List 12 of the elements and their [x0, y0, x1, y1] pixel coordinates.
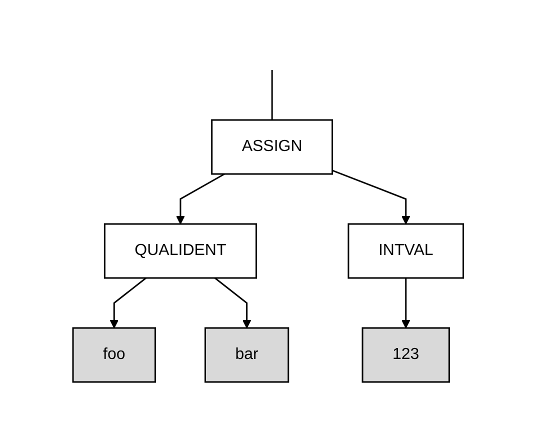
- node-box: bar: [204, 327, 289, 383]
- arrow: [401, 278, 410, 328]
- connector: [271, 70, 273, 120]
- arrow: [176, 173, 225, 224]
- arrow: [110, 277, 146, 328]
- node-box: QUALIDENT: [104, 223, 257, 279]
- node-box: INTVAL: [348, 223, 464, 279]
- node-box: foo: [72, 327, 156, 383]
- arrow: [332, 170, 410, 224]
- node-box: ASSIGN: [210, 119, 333, 175]
- node-box: 123: [362, 327, 450, 383]
- arrow: [214, 277, 252, 328]
